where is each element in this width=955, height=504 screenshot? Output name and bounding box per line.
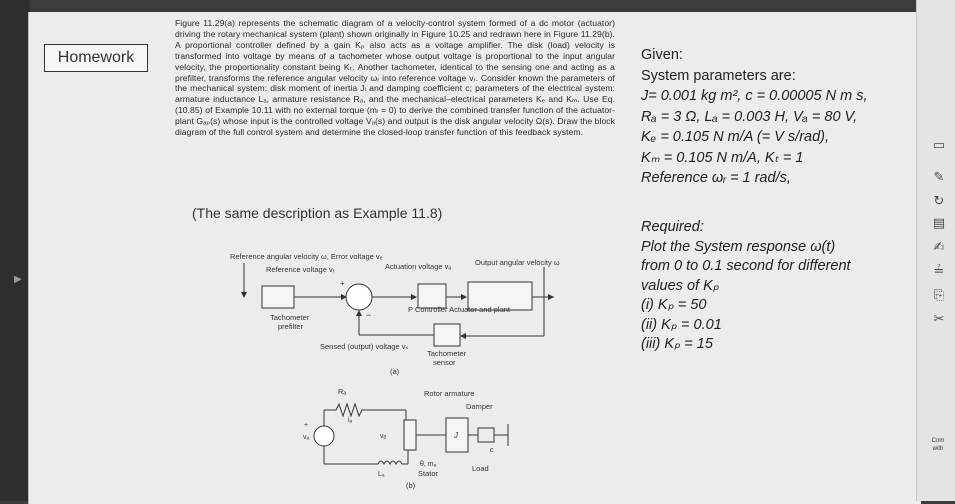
slide-canvas[interactable]	[28, 12, 921, 504]
plus-sign: +	[340, 279, 345, 288]
ref-voltage-label: Reference voltage vᵣ	[266, 265, 335, 274]
voltage-source	[313, 425, 335, 447]
required-title: Required:	[641, 219, 704, 235]
required-line-6: (iii) Kₚ = 15	[641, 336, 713, 352]
actuator-plant-block	[467, 281, 533, 311]
required-section: Required: Plot the System response ω(t) …	[641, 218, 851, 355]
ref-angular-label: Reference angular velocity ω, Error volt…	[230, 252, 383, 261]
minus-sign: −	[366, 310, 371, 320]
summing-junction	[345, 283, 373, 311]
motor-schematic: Rₐ Rotor armature Damper + vₐ iₐ Lₐ vᵦ J…	[303, 387, 509, 490]
tacho-sensor-block	[433, 323, 461, 347]
spell-icon[interactable]: ≟	[933, 264, 945, 279]
inductor-symbol	[324, 460, 408, 466]
problem-statement: Figure 11.29(a) represents the schematic…	[175, 18, 615, 138]
window-icon[interactable]: ▭	[932, 138, 946, 153]
ia-label: iₐ	[348, 417, 353, 424]
tacho-sensor-label-1: Tachometer	[427, 349, 467, 358]
tacho-prefilter-label-1: Tachometer	[270, 313, 310, 322]
given-line-3: Kₑ = 0.105 N m/A (= V s/rad),	[641, 129, 830, 145]
given-line-2: Rₐ = 3 Ω, Lₐ = 0.003 H, Vₐ = 80 V,	[641, 108, 858, 125]
share-icon[interactable]: ⎘	[933, 288, 945, 303]
tools-icon[interactable]: ✂	[933, 312, 945, 327]
damper-label: Damper	[466, 402, 493, 411]
pen-icon[interactable]: ✎	[933, 170, 945, 185]
rotate-icon[interactable]: ↻	[933, 194, 945, 209]
va-label: vₐ	[303, 434, 310, 441]
homework-label: Homework	[44, 44, 148, 72]
required-line-5: (ii) Kₚ = 0.01	[641, 316, 722, 333]
required-line-1: Plot the System response ω(t)	[641, 238, 836, 255]
c-label: c	[490, 447, 494, 454]
diagram-b-caption: (b)	[406, 481, 416, 490]
stator-label: Stator	[418, 469, 439, 478]
given-title: Given:	[641, 47, 683, 63]
right-toolbar: ▭ ✎ ↻ ▤ ✍ ≟ ⎘ ✂ Com with	[916, 0, 955, 501]
rotor-block	[403, 419, 417, 451]
source-plus: +	[304, 422, 308, 429]
required-line-3: values of Kₚ	[641, 277, 719, 294]
rotor-label: Rotor armature	[424, 389, 474, 398]
theta-label: θ, mₐ	[420, 461, 437, 468]
p-controller-label: P Controller Actuator and plant	[408, 305, 511, 314]
given-section: Given: System parameters are: J= 0.001 k…	[641, 45, 867, 189]
required-line-2: from 0 to 0.1 second for different	[641, 258, 851, 274]
vb-label: vᵦ	[380, 433, 387, 440]
given-subtitle: System parameters are:	[641, 67, 796, 84]
slide-pointer-icon: ▶	[14, 274, 22, 285]
la-label: Lₐ	[378, 471, 385, 478]
load-label: Load	[472, 464, 489, 473]
given-line-5: Reference ωᵣ = 1 rad/s,	[641, 170, 791, 186]
sensed-voltage-label: Sensed (output) voltage vₛ	[320, 342, 408, 351]
left-gutter	[0, 0, 30, 501]
prefilter-block	[261, 285, 295, 309]
tacho-sensor-label-2: sensor	[433, 358, 456, 367]
tacho-prefilter-label-2: prefilter	[278, 322, 304, 331]
given-line-1: J= 0.001 kg m², c = 0.00005 N m s,	[641, 88, 868, 104]
same-description-note: (The same description as Example 11.8)	[192, 205, 443, 221]
p-controller-block	[417, 283, 447, 309]
panel-label-1: Com	[931, 438, 945, 444]
actuation-label: Actuation voltage vₐ	[385, 262, 451, 271]
damper-symbol	[477, 427, 495, 443]
j-label: J	[453, 431, 459, 440]
output-angular-label: Output angular velocity ω	[475, 258, 560, 267]
resistor-symbol	[324, 402, 406, 418]
diagram-a-caption: (a)	[390, 367, 400, 376]
sign-icon[interactable]: ✍	[933, 240, 945, 255]
block-diagram: Reference angular velocity ω, Error volt…	[230, 252, 560, 376]
panel-label-2: with	[932, 446, 944, 452]
ra-label: Rₐ	[338, 387, 346, 396]
required-line-4: (i) Kₚ = 50	[641, 297, 707, 313]
clipboard-icon[interactable]: ▤	[932, 216, 946, 231]
given-line-4: Kₘ = 0.105 N m/A, Kₜ = 1	[641, 149, 804, 166]
